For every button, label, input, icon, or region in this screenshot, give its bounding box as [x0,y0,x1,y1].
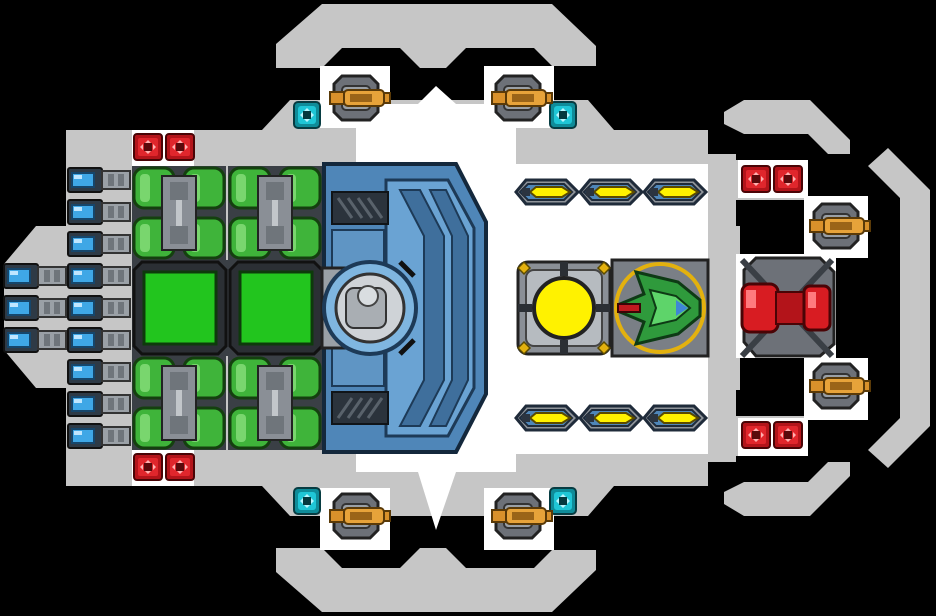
thruster [67,199,131,225]
turret [326,488,392,544]
red-indicator [165,453,195,481]
missile-pod [578,178,644,206]
reactor-armor [320,162,488,454]
missile-pod [642,404,708,432]
turret [806,358,872,414]
coolant-tank [226,164,324,262]
missile-pod [514,178,580,206]
red-indicator [773,421,803,449]
green-panel [132,260,228,356]
turret [488,70,554,126]
turret [806,198,872,254]
thruster [3,327,67,353]
missile-pod [514,404,580,432]
missile-pod [578,404,644,432]
thruster [67,167,131,193]
coolant-tank [130,354,228,452]
thruster [67,391,131,417]
rear-thrusters [3,167,131,449]
missile-pod [642,178,708,206]
sensor [549,487,577,515]
red-indicator [165,133,195,161]
coolant-tank [130,164,228,262]
thruster [67,263,131,289]
thruster [3,263,67,289]
thruster [67,327,131,353]
turret [488,488,554,544]
red-indicator [133,133,163,161]
red-indicator [773,165,803,193]
sensor [549,101,577,129]
red-indicator [741,421,771,449]
sensor [293,487,321,515]
thruster [67,231,131,257]
thruster [67,359,131,385]
thruster [67,423,131,449]
turret [326,70,392,126]
sensor [293,101,321,129]
thruster [67,295,131,321]
reactor-dome [320,260,418,356]
thruster [3,295,67,321]
green-panel [228,260,324,356]
red-indicator [133,453,163,481]
heavy-cannon [739,256,836,359]
red-indicator [741,165,771,193]
drone-bay [610,258,710,358]
coolant-tank [226,354,324,452]
reactor-core [516,260,612,356]
green-panels [132,260,326,356]
